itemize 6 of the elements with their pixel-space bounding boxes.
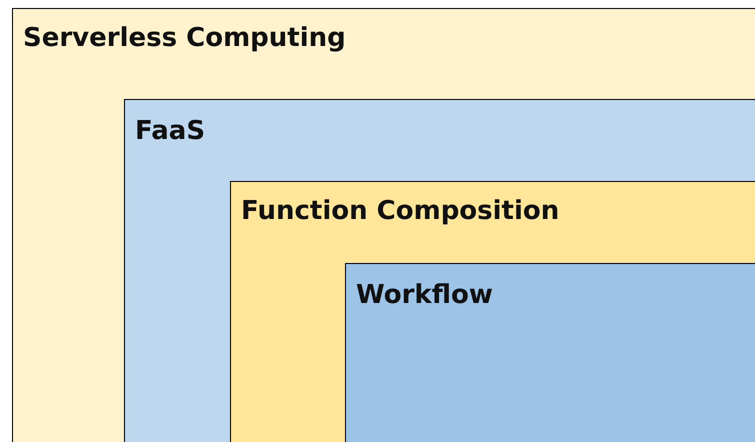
region-title: FaaS (135, 116, 206, 146)
nested-region (124, 99, 755, 442)
nested-region (12, 8, 755, 442)
region-title: Workflow (356, 280, 493, 310)
region-title: Function Composition (241, 196, 560, 226)
region-title: Serverless Computing (23, 23, 346, 53)
